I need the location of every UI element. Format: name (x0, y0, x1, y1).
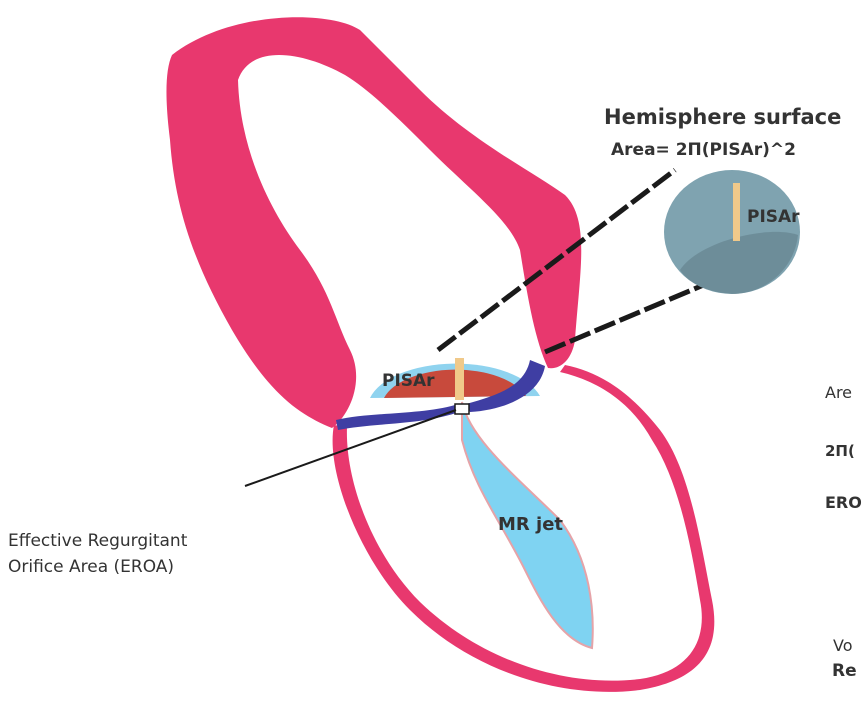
mr-jet-label: MR jet (498, 514, 563, 535)
right-text-vo: Vo (833, 636, 853, 655)
hemisphere-title: Hemisphere surface (604, 105, 841, 129)
pisar-zoom-label: PISAr (747, 207, 800, 227)
pisar-valve-label: PISAr (382, 371, 435, 391)
left-atrium-wall (166, 17, 581, 428)
right-text-re: Re (832, 661, 857, 681)
orifice-marker (455, 404, 469, 414)
hemisphere-formula: Area= 2Π(PISAr)^2 (611, 140, 796, 160)
right-text-are: Are (825, 383, 852, 402)
eroa-label-line1: Effective Regurgitant (8, 531, 188, 551)
right-text-2pi: 2Π( (825, 442, 855, 460)
eroa-label-line2: Orifice Area (EROA) (8, 557, 174, 577)
zoom-radius-bar (733, 183, 740, 241)
right-text-ero: ERO (825, 493, 862, 512)
pisa-radius-bar (455, 358, 464, 400)
